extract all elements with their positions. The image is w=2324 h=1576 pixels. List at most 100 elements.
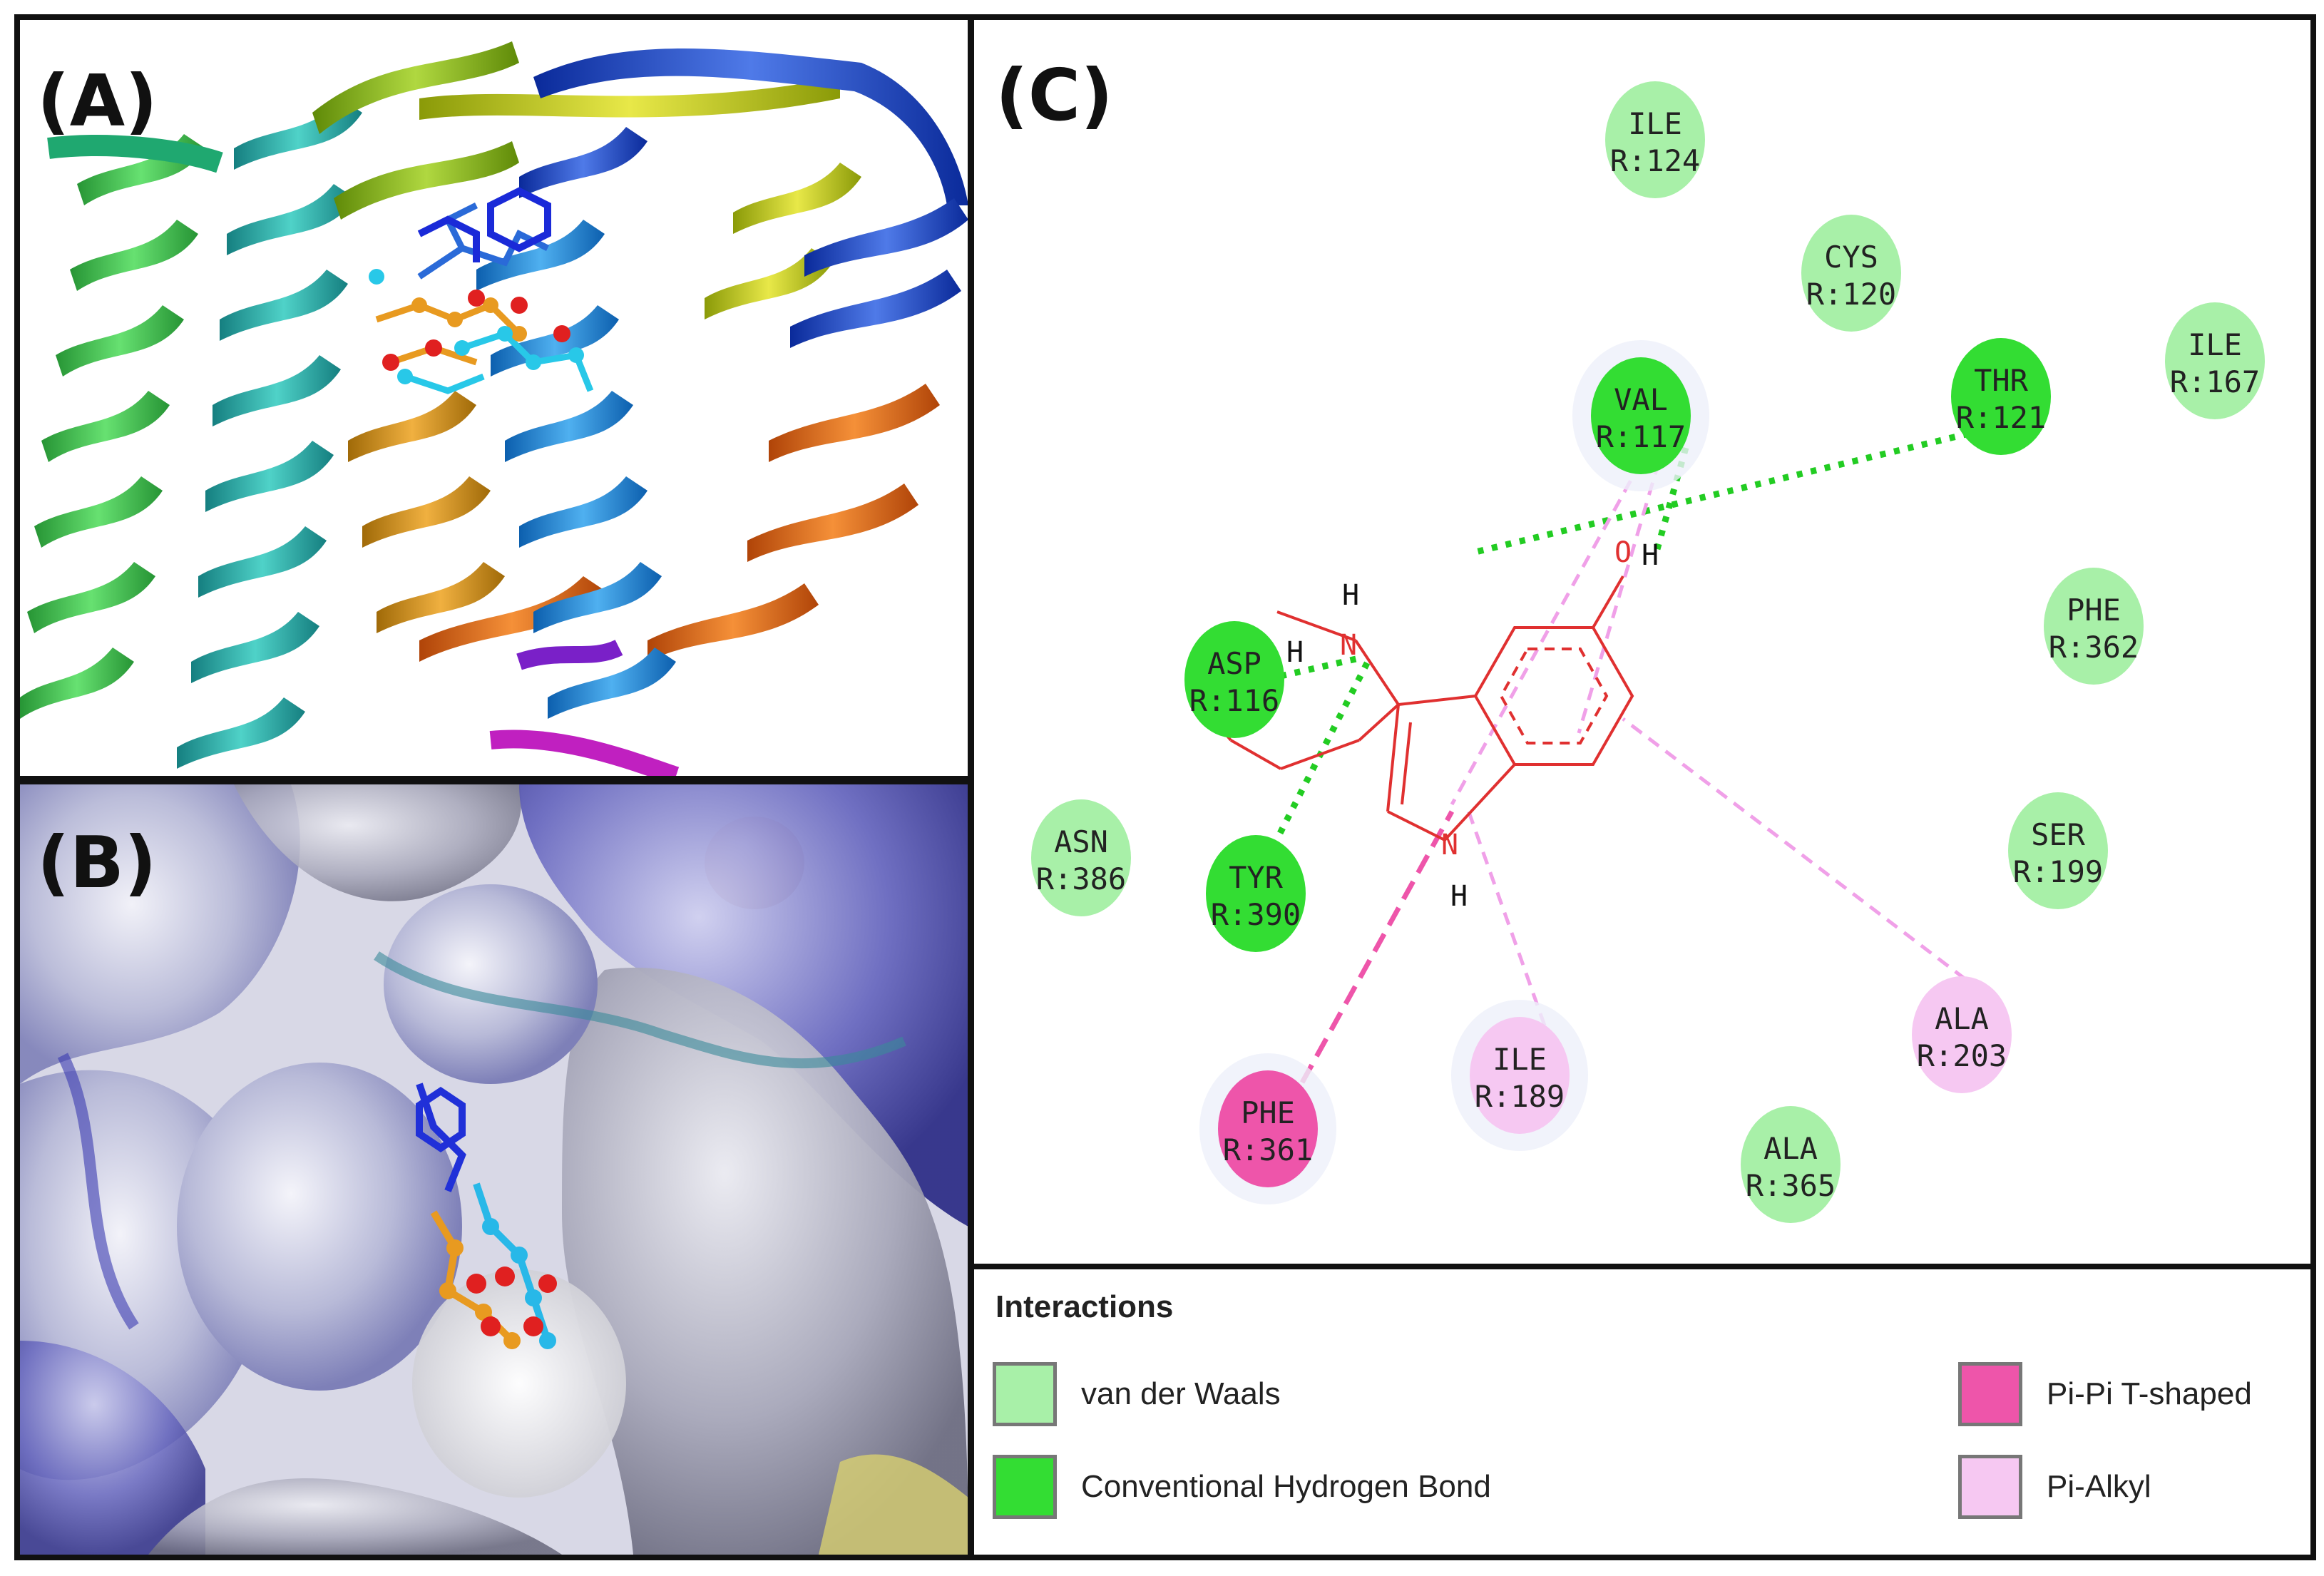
residue-name: ALA xyxy=(1764,1131,1818,1166)
atom-o-hydroxyl: O xyxy=(1614,536,1632,569)
hbond-thr121-oh xyxy=(1468,430,1970,557)
residue-number: R:362 xyxy=(2049,630,2139,665)
residue-number: R:203 xyxy=(1917,1038,2007,1073)
residue-number: R:120 xyxy=(1806,277,1896,312)
atom-n-indole: N xyxy=(1441,829,1458,861)
residue-number: R:199 xyxy=(2013,854,2103,889)
residue-number: R:386 xyxy=(1036,861,1126,896)
pi-alkyl-ile189 xyxy=(1464,804,1547,1026)
ligand-bond xyxy=(1401,722,1412,805)
panel-c-label: (C) xyxy=(995,53,1113,137)
residue-disc xyxy=(1206,835,1306,952)
residue-disc xyxy=(2165,302,2265,419)
residue-number: R:117 xyxy=(1596,419,1686,454)
ligand-bond xyxy=(1386,704,1400,812)
legend-swatch-pi-alkyl xyxy=(1958,1455,2022,1519)
residue-disc xyxy=(1951,338,2051,455)
ligand-bond xyxy=(1387,810,1445,841)
ligand-bond xyxy=(1592,575,1624,629)
residue-layer: ILER:124CYSR:120ILER:167VALR:117THRR:121… xyxy=(1031,81,2265,1223)
residue-disc xyxy=(1470,1017,1570,1134)
residue-name: SER xyxy=(2031,817,2086,852)
pi-alkyl-val117-b xyxy=(1577,461,1661,734)
residue-number: R:124 xyxy=(1610,143,1700,178)
benzene-ring-aromatic xyxy=(1499,648,1609,744)
legend-title: Interactions xyxy=(995,1289,1174,1324)
residue-name: THR xyxy=(1974,363,2029,398)
residue-name: PHE xyxy=(2067,593,2121,628)
residue-number: R:361 xyxy=(1223,1132,1313,1167)
residue-number: R:365 xyxy=(1746,1168,1836,1203)
ligand-bond xyxy=(1354,639,1400,706)
pi-alkyl-ala203 xyxy=(1622,717,1967,981)
residue-number: R:390 xyxy=(1211,897,1301,932)
atom-n-amine: N xyxy=(1340,629,1357,662)
residue-number: R:167 xyxy=(2170,364,2260,399)
residue-name: ASN xyxy=(1054,824,1108,859)
residue-name: PHE xyxy=(1241,1095,1295,1130)
panel-b-surface-view: (B) xyxy=(14,779,973,1560)
residue-name: VAL xyxy=(1614,382,1668,417)
residue-disc xyxy=(2008,792,2108,909)
residue-name: ILE xyxy=(1628,106,1682,141)
pi-pi-phe361 xyxy=(1299,810,1455,1084)
residue-name: ALA xyxy=(1935,1001,1989,1036)
residue-disc xyxy=(1605,81,1705,198)
protein-ribbon-illustration xyxy=(20,41,968,776)
protein-surface-illustration xyxy=(20,784,968,1555)
legend-label: Pi-Pi T-shaped xyxy=(2047,1376,2252,1411)
residue-name: ILE xyxy=(1493,1042,1547,1077)
panel-a-ribbon-view: (A) xyxy=(14,14,973,782)
legend-item-van-der-waals: van der Waals xyxy=(993,1362,1281,1426)
ligand-bond xyxy=(1276,610,1356,642)
legend-swatch-pi-pi-t-shaped xyxy=(1958,1362,2022,1426)
legend-label: van der Waals xyxy=(1081,1376,1281,1411)
atom-h-amine-left: H xyxy=(1286,636,1304,669)
panel-a-label: (A) xyxy=(37,59,158,143)
pi-alkyl-val117-a xyxy=(1450,461,1643,806)
residue-number: R:121 xyxy=(1956,400,2046,435)
residue-name: TYR xyxy=(1229,860,1284,895)
atom-labels: N H H O H N H xyxy=(1286,536,1659,913)
interaction-lines xyxy=(1270,430,1970,1084)
interactions-legend: Interactions van der Waals Conventional … xyxy=(968,1264,2316,1560)
legend-item-pi-pi-t-shaped: Pi-Pi T-shaped xyxy=(1958,1362,2252,1426)
residue-name: ASP xyxy=(1207,646,1261,681)
legend-label: Conventional Hydrogen Bond xyxy=(1081,1469,1491,1504)
legend-item-pi-alkyl: Pi-Alkyl xyxy=(1958,1455,2151,1519)
ligand-bond xyxy=(1358,703,1400,742)
residue-name: CYS xyxy=(1824,240,1878,275)
residue-disc xyxy=(1031,799,1131,916)
ligand-bond xyxy=(1230,739,1281,770)
ligand-bond xyxy=(1443,763,1516,841)
legend-swatch-van-der-waals xyxy=(993,1362,1057,1426)
legend-item-hydrogen-bond: Conventional Hydrogen Bond xyxy=(993,1455,1491,1519)
panel-b-label: (B) xyxy=(37,821,157,904)
residue-disc xyxy=(1801,215,1901,332)
residue-number: R:189 xyxy=(1475,1079,1565,1114)
residue-number: R:116 xyxy=(1189,683,1279,718)
atom-h-hydroxyl: H xyxy=(1642,539,1659,572)
interaction-diagram-svg: N H H O H N H ILER:124CYSR:120ILER:167VA… xyxy=(1031,81,2265,1223)
ligand-bond xyxy=(1280,739,1360,770)
panel-c-interaction-diagram: (C) N H H O H N H xyxy=(968,14,2316,1269)
legend-swatch-hydrogen-bond xyxy=(993,1455,1057,1519)
ligand-bond xyxy=(1398,695,1476,706)
residue-disc xyxy=(1912,976,2012,1093)
ligand-structure xyxy=(1187,575,1634,841)
legend-label: Pi-Alkyl xyxy=(2047,1469,2151,1504)
residue-disc xyxy=(1591,357,1691,474)
